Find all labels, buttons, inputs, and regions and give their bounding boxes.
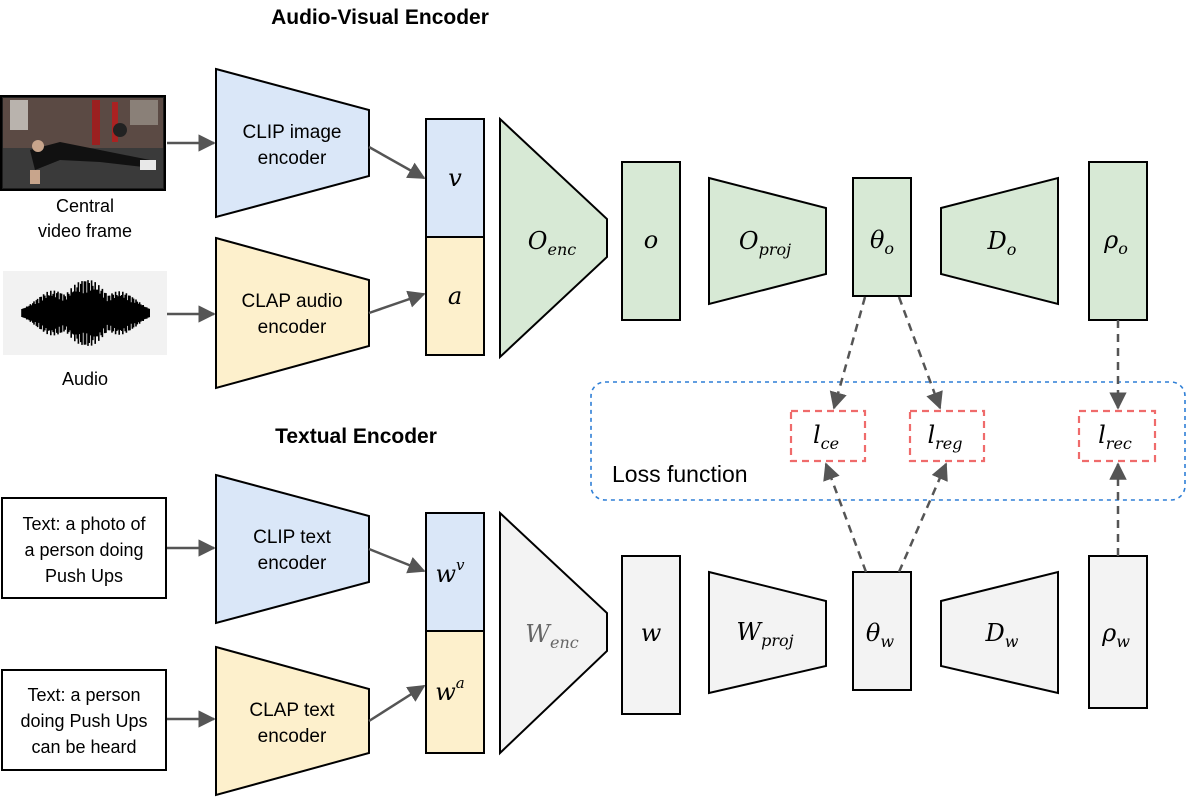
embedding-wa: wa xyxy=(425,630,485,754)
arrow-theta-o-to-l-ce xyxy=(829,296,867,410)
clip-text-encoder-label-1: CLIP text xyxy=(253,527,332,548)
arrow-theta-w-to-l-reg xyxy=(897,462,948,573)
symbol-o-proj: Oproj xyxy=(739,227,791,259)
clip-image-encoder: CLIP image encoder xyxy=(215,67,370,219)
loss-reg-box: lreg xyxy=(908,409,986,463)
d-o-block: Do xyxy=(940,176,1059,306)
clap-text-encoder-label-2: encoder xyxy=(258,726,327,747)
clap-audio-encoder-label-1: CLAP audio xyxy=(241,291,342,312)
symbol-l-ce: lce xyxy=(813,421,839,453)
embedding-wv: wv xyxy=(425,512,485,632)
symbol-d-w: Dw xyxy=(985,619,1019,651)
arrow-clap-audio-to-a xyxy=(368,290,426,315)
symbol-wa: wa xyxy=(435,674,465,706)
symbol-v: v xyxy=(448,164,462,192)
o-proj-block: Oproj xyxy=(708,176,827,306)
heading-textual-encoder: Textual Encoder xyxy=(275,425,437,448)
theta-o-block: θo xyxy=(852,177,912,297)
arrow-clip-image-to-v xyxy=(368,145,426,180)
symbol-a: a xyxy=(448,282,462,310)
text-input-2-line3: can be heard xyxy=(31,737,136,757)
symbol-o: o xyxy=(644,226,658,254)
text-input-2-line1: Text: a person xyxy=(27,685,140,705)
rho-w-block: ρw xyxy=(1088,555,1148,709)
symbol-w: w xyxy=(641,619,662,647)
symbol-w-proj: Wproj xyxy=(736,618,793,650)
symbol-o-enc: Oenc xyxy=(528,227,576,259)
video-frame-image xyxy=(0,95,166,191)
w-block: w xyxy=(621,555,681,715)
arrow-theta-o-to-l-reg xyxy=(897,296,943,410)
theta-w-block: θw xyxy=(852,571,912,691)
loss-function-region xyxy=(590,381,1186,501)
d-w-block: Dw xyxy=(940,570,1059,695)
clap-audio-encoder-label-2: encoder xyxy=(258,317,327,338)
clap-text-encoder-label-1: CLAP text xyxy=(249,700,335,721)
symbol-d-o: Do xyxy=(987,227,1017,259)
symbol-wv: wv xyxy=(435,556,465,588)
arrow-clip-text-to-wv xyxy=(368,547,426,574)
symbol-l-rec: lrec xyxy=(1098,421,1132,453)
w-proj-block: Wproj xyxy=(708,570,827,695)
o-block: o xyxy=(621,161,681,321)
loss-ce-box: lce xyxy=(789,409,867,463)
w-enc-block: Wenc xyxy=(499,510,608,756)
loss-rec-box: lrec xyxy=(1077,409,1157,463)
audio-waveform-image xyxy=(3,271,167,355)
text-input-box-1: Text: a photo of a person doing Push Ups xyxy=(1,497,167,599)
video-caption-line1: Central xyxy=(56,196,114,216)
clip-text-encoder: CLIP text encoder xyxy=(215,473,370,625)
symbol-rho-o: ρo xyxy=(1103,226,1128,258)
clip-text-encoder-label-2: encoder xyxy=(258,553,327,574)
text-input-1-line3: Push Ups xyxy=(45,566,123,586)
arrow-clap-text-to-wa xyxy=(368,684,426,723)
audio-caption: Audio xyxy=(62,369,108,389)
rho-o-block: ρo xyxy=(1088,161,1148,321)
heading-audio-visual-encoder: Audio-Visual Encoder xyxy=(271,6,489,29)
video-caption-line2: video frame xyxy=(38,221,132,241)
clip-image-encoder-label-2: encoder xyxy=(258,148,327,169)
text-input-1-line2: a person doing xyxy=(24,540,143,560)
symbol-l-reg: lreg xyxy=(927,421,962,453)
embedding-v: v xyxy=(425,118,485,238)
arrow-theta-w-to-l-ce xyxy=(823,462,868,573)
clip-image-encoder-label-1: CLIP image xyxy=(243,122,342,143)
symbol-rho-w: ρw xyxy=(1101,619,1130,651)
text-input-2-line2: doing Push Ups xyxy=(20,711,147,731)
text-input-box-2: Text: a person doing Push Ups can be hea… xyxy=(1,669,167,771)
embedding-a: a xyxy=(425,236,485,356)
symbol-w-enc: Wenc xyxy=(525,620,578,652)
o-enc-block: Oenc xyxy=(499,116,608,360)
clap-audio-encoder: CLAP audio encoder xyxy=(215,236,370,390)
clap-text-encoder: CLAP text encoder xyxy=(215,645,370,797)
loss-function-label: Loss function xyxy=(612,461,748,487)
symbol-theta-o: θo xyxy=(870,226,894,258)
text-input-1-line1: Text: a photo of xyxy=(22,514,146,534)
symbol-theta-w: θw xyxy=(866,619,894,651)
